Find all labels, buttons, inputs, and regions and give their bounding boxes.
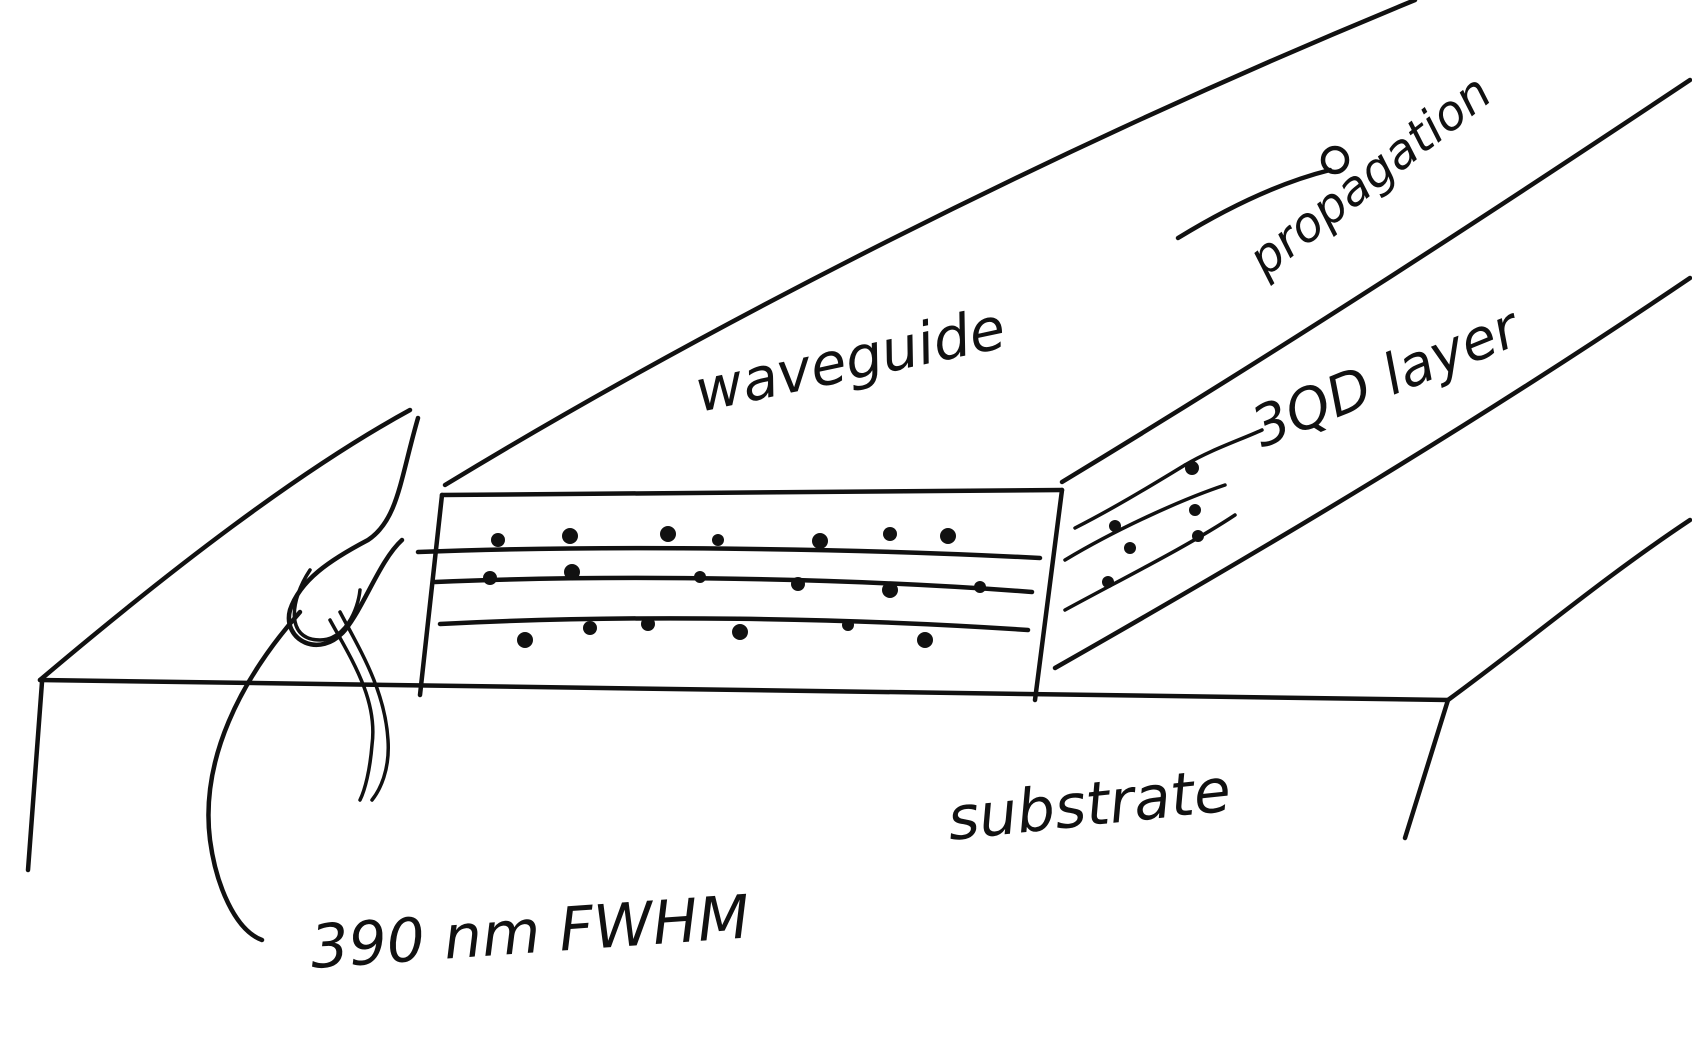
waveguide-label: waveguide [689,294,1011,426]
qd-layers-front [418,548,1040,630]
qd-layers-side [1065,430,1262,610]
qd-dots-front [483,526,986,648]
beam-width-label: 390 nm FWHM [308,882,752,983]
substrate-label: substrate [944,756,1234,855]
qd-dots-side [1102,461,1204,588]
qd-layer-label: 3QD layer [1243,294,1531,461]
propagation-label: propagation [1237,64,1502,288]
beam-width-callout [208,612,300,940]
